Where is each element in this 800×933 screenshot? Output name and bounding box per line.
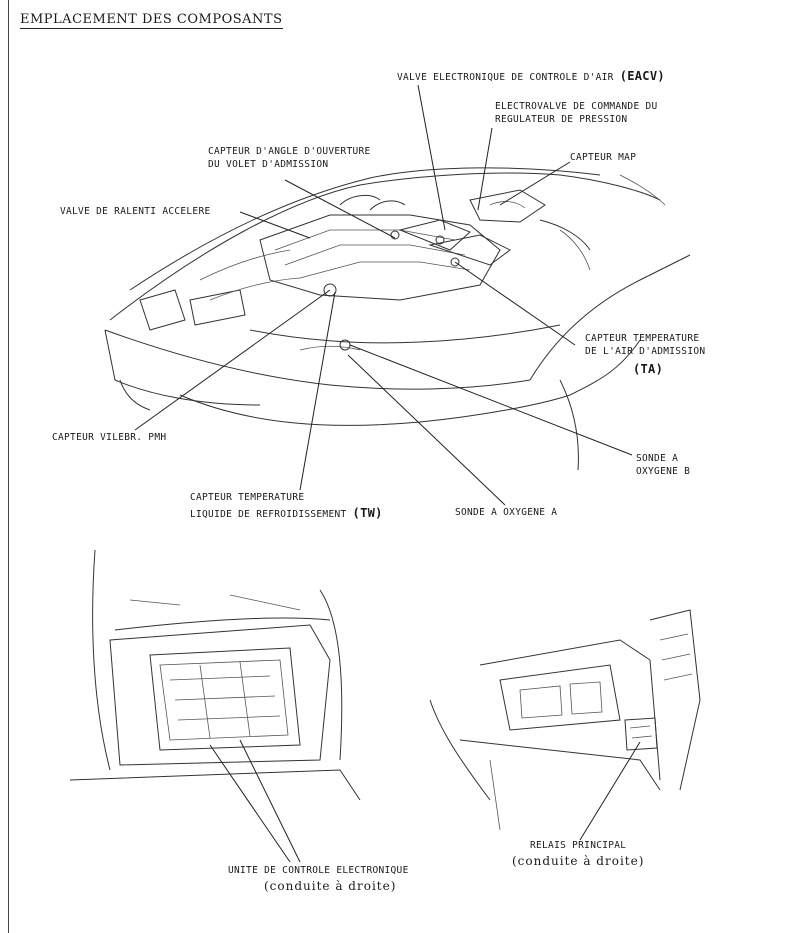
label-valve-ralenti: VALVE DE RALENTI ACCELERE	[60, 206, 211, 217]
label-angle-line2: DU VOLET D'ADMISSION	[208, 158, 329, 170]
relay-drawing	[429, 609, 701, 841]
label-capteur-angle: CAPTEUR D'ANGLE D'OUVERTURE DU VOLET D'A…	[208, 146, 371, 172]
label-eacv: VALVE ELECTRONIQUE DE CONTROLE D'AIR (EA…	[397, 68, 665, 85]
label-sonde-a: SONDE A OXYGENE A	[455, 507, 558, 518]
label-ecu-line1: UNITE DE CONTROLE ELECTRONIQUE	[228, 865, 409, 876]
label-relais-line1: RELAIS PRINCIPAL	[530, 840, 627, 851]
label-angle-line1: CAPTEUR D'ANGLE D'OUVERTURE	[208, 146, 371, 157]
label-sonde-b-line1: SONDE A	[636, 453, 679, 464]
label-temp-air-abbr: (TA)	[633, 361, 664, 376]
label-tw-abbr: (TW)	[352, 505, 383, 520]
label-sonde-b: SONDE A OXYGENE B	[636, 453, 690, 479]
label-eacv-abbr: (EACV)	[619, 69, 665, 83]
leader-lines	[134, 84, 633, 506]
label-electrovalve-line2: REGULATEUR DE PRESSION	[495, 113, 628, 125]
label-relais: RELAIS PRINCIPAL (conduite à droite)	[512, 840, 644, 869]
label-temp-air-line1: CAPTEUR TEMPERATURE	[585, 333, 700, 344]
ecu-drawing	[69, 549, 361, 863]
label-electrovalve: ELECTROVALVE DE COMMANDE DU REGULATEUR D…	[495, 101, 658, 127]
page-edge-line	[8, 0, 9, 933]
label-electrovalve-line1: ELECTROVALVE DE COMMANDE DU	[495, 101, 658, 112]
label-capteur-tw: CAPTEUR TEMPERATURE LIQUIDE DE REFROIDIS…	[190, 492, 383, 522]
label-capteur-map: CAPTEUR MAP	[570, 152, 637, 163]
label-capteur-vilebr: CAPTEUR VILEBR. PMH	[52, 432, 167, 443]
label-relais-line2: (conduite à droite)	[512, 853, 645, 868]
label-tw-line1: CAPTEUR TEMPERATURE	[190, 492, 305, 503]
page-title: EMPLACEMENT DES COMPOSANTS	[20, 12, 283, 29]
engine-block	[199, 189, 591, 351]
label-temp-air-line2: DE L'AIR D'ADMISSION	[585, 345, 706, 357]
car-body-outline	[104, 167, 691, 471]
label-sonde-b-line2: OXYGENE B	[636, 465, 691, 477]
label-capteur-temp-air: CAPTEUR TEMPERATURE DE L'AIR D'ADMISSION…	[585, 333, 705, 377]
label-eacv-text: VALVE ELECTRONIQUE DE CONTROLE D'AIR	[397, 72, 614, 83]
label-ecu-line2: (conduite à droite)	[264, 878, 397, 893]
label-ecu: UNITE DE CONTROLE ELECTRONIQUE (conduite…	[228, 865, 409, 894]
label-tw-line2: LIQUIDE DE REFROIDISSEMENT	[190, 508, 347, 520]
